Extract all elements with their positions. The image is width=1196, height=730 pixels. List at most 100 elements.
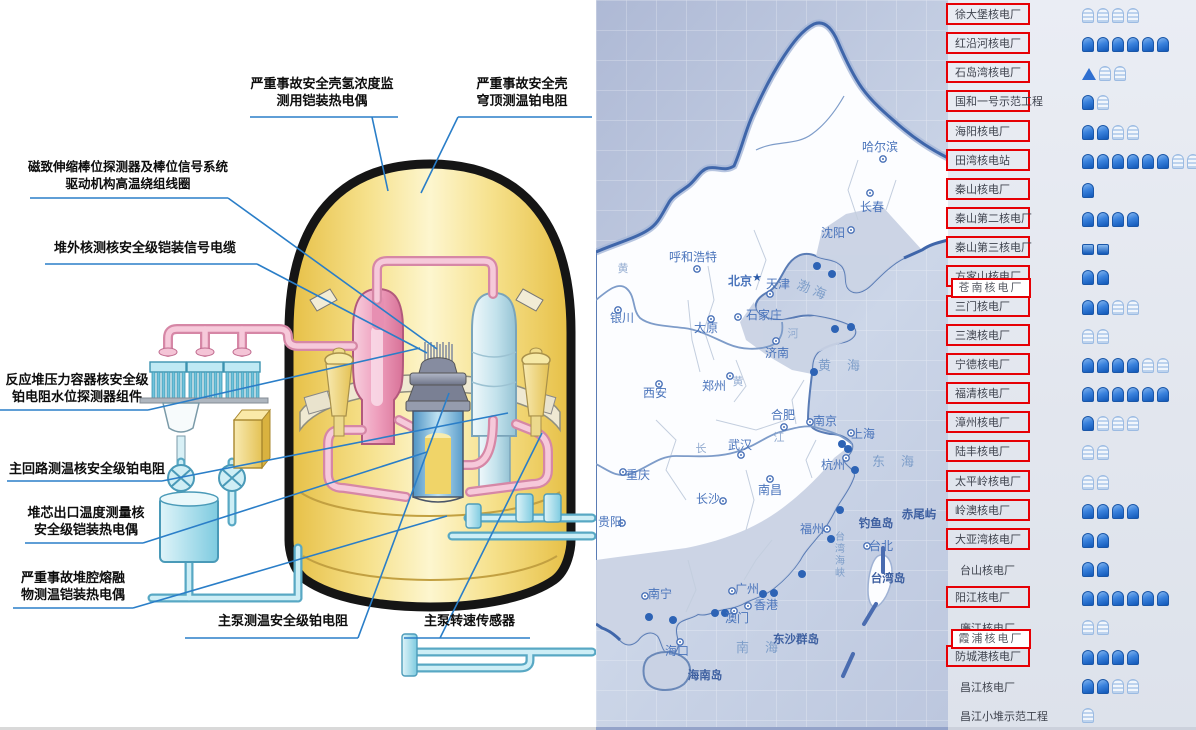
unit-operating-icon [1082,37,1094,53]
unit-planned-icon [1127,678,1139,694]
plant-highlight-box: 徐大堡核电厂 [946,3,1030,25]
unit-icons [1082,328,1112,344]
unit-planned-icon [1097,328,1109,344]
plant-row[interactable]: 三澳核电厂 [946,321,1196,350]
unit-icons [1082,65,1129,82]
unit-operating-icon [1112,153,1124,169]
plant-list-panel: 徐大堡核电厂红沿河核电厂石岛湾核电厂国和一号示范工程海阳核电厂田湾核电站秦山核电… [946,0,1196,729]
plant-row[interactable]: 岭澳核电厂 [946,496,1196,525]
plant-row[interactable]: 大亚湾核电厂 [946,525,1196,554]
plant-row[interactable]: 台山核电厂 [948,554,1196,583]
city-label: 杭州 [821,457,845,472]
plant-highlight-box: 三澳核电厂 [946,323,1030,346]
unit-operating-icon [1127,37,1139,53]
diagram-label-l2: 严重事故安全壳 穹顶测温铂电阻 [476,77,568,109]
unit-planned-icon [1112,8,1124,23]
city-label: 北京 [728,273,752,288]
unit-operating-icon [1082,503,1094,519]
plant-row[interactable]: 宁德核电厂 [946,350,1196,379]
unit-planned-icon [1187,153,1196,169]
unit-planned-icon [1097,416,1109,432]
plant-row[interactable]: 福清核电厂 [946,379,1196,408]
plant-highlight-box: 陆丰核电厂 [946,440,1030,463]
plant-dot [759,590,767,598]
unit-icons [1082,649,1142,665]
island-label: 赤尾屿 [902,507,937,521]
plant-dot [669,616,677,624]
unit-operating-icon [1112,212,1124,228]
coolant-tank [159,491,219,563]
unit-planned-icon [1097,620,1109,636]
unit-planned-icon [1097,95,1109,111]
unit-icons [1082,678,1142,694]
city-markers: 哈尔滨长春沈阳呼和浩特★北京天津石家庄太原银川济南郑州西安合肥南京上海武汉杭州重… [598,139,898,658]
plant-highlight-box: 秦山核电厂 [946,177,1030,200]
bottom-edge-panel [948,727,1196,730]
unit-planned-icon [1112,678,1124,694]
city-label: 合肥 [771,407,795,422]
unit-operating-icon [1097,503,1109,519]
level-probe-assembly [139,347,269,404]
diagram-label-l8: 严重事故堆腔熔融 物测温铠装热电偶 [20,571,125,603]
plant-name: 国和一号示范工程 [955,95,1043,109]
city-label: 福州 [800,521,824,536]
unit-planned-icon [1127,299,1139,315]
unit-planned-icon [1082,328,1094,344]
capital-star-icon: ★ [752,271,762,284]
plant-dot [810,368,818,376]
unit-operating-icon [1082,562,1094,578]
diagram-label-l1: 严重事故安全壳氢浓度监 测用铠装热电偶 [250,77,394,109]
plant-row[interactable]: 阳江核电厂 [946,583,1196,612]
plant-row[interactable]: 昌江小堆示范工程 [948,700,1196,729]
unit-icons [1082,240,1112,256]
island-label: 东沙群岛 [773,632,819,646]
unit-planned-icon [1082,445,1094,461]
plant-highlight-box: 太平岭核电厂 [946,469,1030,492]
city-label: 沈阳 [821,225,845,240]
unit-operating-icon [1082,182,1094,198]
unit-operating-icon [1097,37,1109,53]
plant-name: 昌江小堆示范工程 [960,709,1048,723]
plant-row[interactable]: 国和一号示范工程 [946,87,1196,116]
plant-row[interactable]: 漳州核电厂 [946,408,1196,437]
plant-row[interactable]: 石岛湾核电厂 [946,58,1196,87]
plant-row[interactable]: 秦山第二核电厂 [946,204,1196,233]
plant-row[interactable]: 昌江核电厂 [948,671,1196,700]
plant-row[interactable]: 陆丰核电厂 [946,437,1196,466]
unit-operating-icon [1127,212,1139,228]
unit-operating-icon [1157,37,1169,53]
plant-row[interactable]: 徐大堡核电厂 [946,0,1196,29]
unit-icons [1082,36,1172,53]
unit-planned-icon [1082,620,1094,636]
river-label-char: 黄 [618,261,629,275]
unit-icons [1082,269,1112,286]
plant-row[interactable]: 红沿河核电厂 [946,29,1196,58]
unit-operating-icon [1112,591,1124,607]
plant-dot [838,440,846,448]
plant-row[interactable]: 秦山核电厂 [946,175,1196,204]
plant-row[interactable]: 秦山第三核电厂 [946,233,1196,262]
incore-funnel-left [324,347,354,437]
plant-dot [828,270,836,278]
unit-operating-icon [1082,357,1094,373]
strait-label-char: 峡 [835,566,845,579]
unit-planned-icon [1172,153,1184,169]
plant-row[interactable]: 太平岭核电厂 [946,467,1196,496]
plant-row[interactable]: 田湾核电站 [946,146,1196,175]
unit-icons [1082,211,1142,228]
plant-row[interactable]: 海阳核电厂 [946,117,1196,146]
unit-planned-icon [1082,474,1094,490]
unit-candu-icon [1097,244,1109,256]
city-label: 武汉 [728,438,752,452]
plant-highlight-box: 红沿河核电厂 [946,32,1030,55]
unit-planned-icon [1127,8,1139,23]
plant-dot [798,570,806,578]
unit-icons [1082,7,1142,23]
plant-row[interactable]: 三门核电厂 [946,292,1196,321]
unit-operating-icon [1127,387,1139,403]
river-label-char: 江 [774,431,785,444]
plant-highlight-box: 漳州核电厂 [946,411,1030,434]
city-label: 香港 [754,598,778,612]
bottom-edge-left [0,727,596,730]
